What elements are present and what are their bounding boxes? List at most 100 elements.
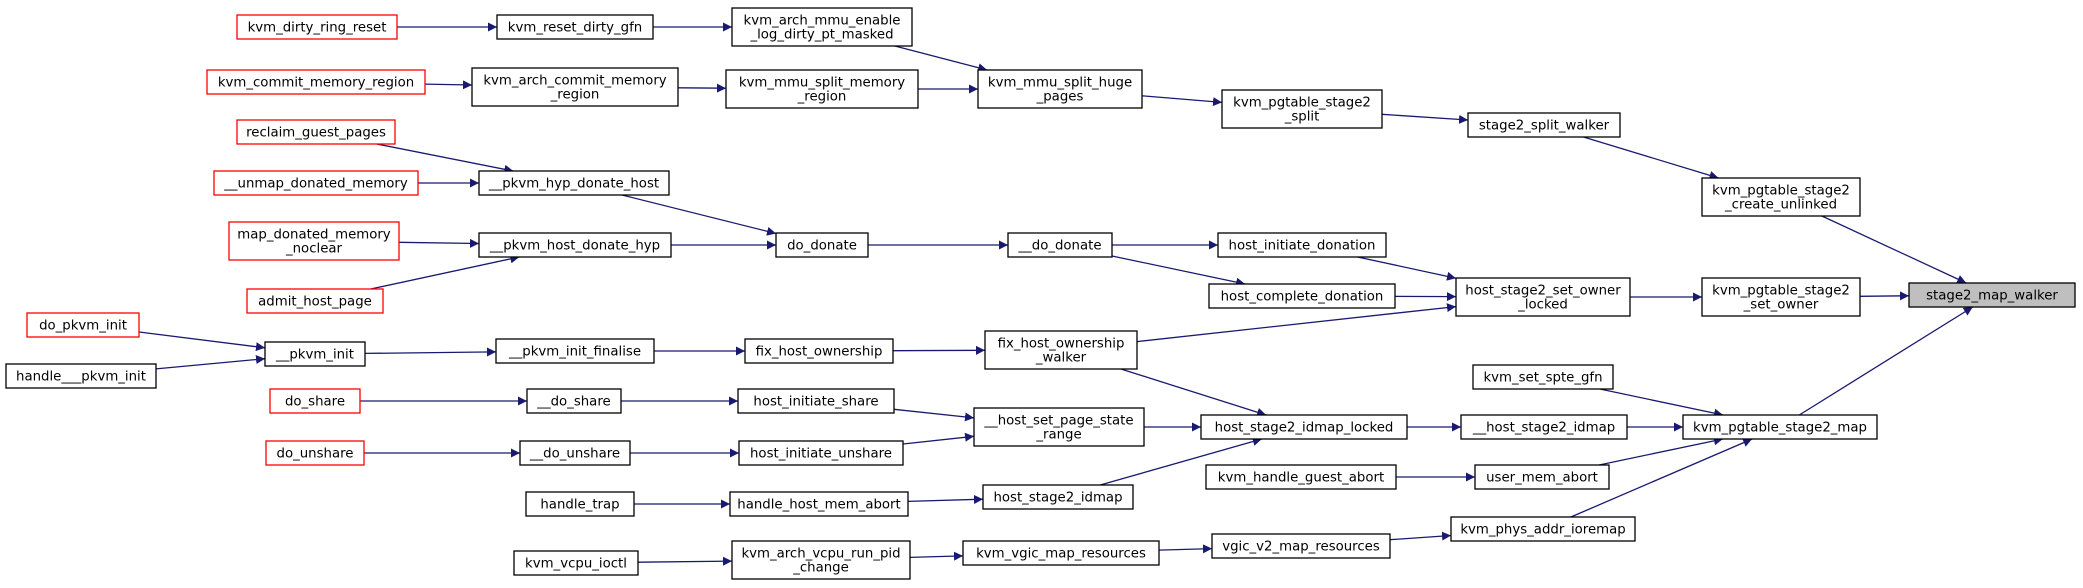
- node-label-line: fix_host_ownership: [998, 337, 1125, 352]
- node-owner-locked[interactable]: host_stage2_set_owner_locked: [1455, 277, 1631, 317]
- node-arch-commit[interactable]: kvm_arch_commit_memory_region: [471, 67, 679, 107]
- node-dirty-ring[interactable]: kvm_dirty_ring_reset: [236, 14, 398, 40]
- edge-set_owner-to-root: [1859, 291, 1910, 301]
- node-label-line: stage2_map_walker: [1926, 289, 2058, 304]
- node-user-mem-abort[interactable]: user_mem_abort: [1474, 464, 1610, 490]
- node-label-line: kvm_handle_guest_abort: [1218, 471, 1384, 486]
- node-set-owner[interactable]: kvm_pgtable_stage2_set_owner: [1701, 277, 1861, 317]
- node--do-share[interactable]: __do_share: [526, 388, 622, 414]
- node-init-unshare[interactable]: host_initiate_unshare: [738, 440, 904, 466]
- node-stage2-map[interactable]: kvm_pgtable_stage2_map: [1682, 414, 1878, 440]
- edge-handle_pkvm_init-to-pkvm_init: [155, 355, 266, 370]
- node-reset-dirty[interactable]: kvm_reset_dirty_gfn: [496, 14, 654, 40]
- node-do-pkvm-init[interactable]: do_pkvm_init: [26, 312, 140, 338]
- edge-_do_donate-to-complete_donation: [1111, 255, 1246, 287]
- edge-handle_mem_abort-to-host_idmap: [907, 494, 984, 504]
- node--host-idmap[interactable]: __host_stage2_idmap: [1460, 414, 1628, 440]
- node-handle-pkvm-init[interactable]: handle___pkvm_init: [5, 363, 157, 389]
- node-box: [962, 540, 1160, 566]
- node-box: [236, 119, 396, 145]
- node-do-share[interactable]: do_share: [269, 388, 361, 414]
- node-label-line: __do_unshare: [529, 447, 620, 462]
- node-box: [1208, 283, 1396, 309]
- node-handle-mem-abort[interactable]: handle_host_mem_abort: [729, 491, 909, 517]
- node-label-line: kvm_mmu_split_memory: [739, 76, 905, 91]
- node-do-donate[interactable]: do_donate: [775, 232, 869, 258]
- node-init-share[interactable]: host_initiate_share: [737, 388, 895, 414]
- node-host-donate-hyp[interactable]: __pkvm_host_donate_hyp: [478, 232, 672, 258]
- node-fix-ownership[interactable]: fix_host_ownership: [744, 338, 894, 364]
- node-box: [478, 232, 672, 258]
- node-label-line: stage2_split_walker: [1479, 119, 1610, 134]
- edge-vgic_map-to-vgic_v2: [1158, 544, 1213, 554]
- edge-host_idmap-to-idmap_locked: [1100, 437, 1262, 486]
- node-box: [731, 7, 913, 47]
- node-box: [1211, 533, 1391, 559]
- node-pkvm-init-finalise[interactable]: __pkvm_init_finalise: [495, 338, 655, 364]
- node-hyp-donate-host[interactable]: __pkvm_hyp_donate_host: [478, 170, 670, 196]
- node-do-unshare[interactable]: do_unshare: [265, 440, 365, 466]
- node-box: [1472, 364, 1614, 390]
- node-box: [471, 67, 679, 107]
- node-label-line: kvm_arch_vcpu_run_pid: [741, 547, 900, 562]
- node-vgic-v2[interactable]: vgic_v2_map_resources: [1211, 533, 1391, 559]
- node-label-line: __pkvm_init: [275, 348, 354, 363]
- node-box: [206, 69, 426, 95]
- node-vgic-map[interactable]: kvm_vgic_map_resources: [962, 540, 1160, 566]
- node-fix-walker[interactable]: fix_host_ownership_walker: [984, 330, 1138, 370]
- node-admit-host[interactable]: admit_host_page: [246, 288, 384, 314]
- node--do-unshare[interactable]: __do_unshare: [519, 440, 631, 466]
- node-label-line: kvm_arch_mmu_enable: [744, 14, 901, 29]
- node-map-donated[interactable]: map_donated_memory_noclear: [228, 221, 400, 261]
- node-label-line: kvm_commit_memory_region: [218, 76, 414, 91]
- edge-fix_walker-to-idmap_locked: [1120, 368, 1267, 417]
- node-label-line: user_mem_abort: [1486, 471, 1598, 486]
- node-handle-trap[interactable]: handle_trap: [525, 491, 635, 517]
- edge-pkvm_init-to-pkvm_init_finalise: [364, 347, 497, 357]
- node-box: [1460, 414, 1628, 440]
- node-create-unlinked[interactable]: kvm_pgtable_stage2_create_unlinked: [1701, 177, 1861, 217]
- node-label-line: __host_set_page_state: [983, 414, 1133, 429]
- node-box: [1467, 112, 1621, 138]
- node-label-line: kvm_pgtable_stage2: [1712, 284, 1850, 299]
- node-box: [1221, 89, 1383, 129]
- node-label-line: __pkvm_init_finalise: [508, 345, 641, 360]
- node-vcpu-ioctl[interactable]: kvm_vcpu_ioctl: [513, 550, 639, 576]
- node-ioremap[interactable]: kvm_phys_addr_ioremap: [1450, 516, 1636, 542]
- node-box: [246, 288, 384, 314]
- node-reclaim[interactable]: reclaim_guest_pages: [236, 119, 396, 145]
- node-unmap-donated[interactable]: __unmap_donated_memory: [213, 170, 419, 196]
- node-label-line: _set_owner: [1743, 298, 1819, 313]
- node-label-line: _noclear: [285, 242, 343, 257]
- node-split-huge[interactable]: kvm_mmu_split_huge_pages: [977, 69, 1143, 109]
- node-host-idmap[interactable]: host_stage2_idmap: [982, 484, 1134, 510]
- node-set-page-state[interactable]: __host_set_page_state_range: [973, 407, 1145, 447]
- node-init-donation[interactable]: host_initiate_donation: [1217, 232, 1387, 258]
- node--do-donate[interactable]: __do_donate: [1007, 232, 1113, 258]
- node-box: [5, 363, 157, 389]
- node-label-line: kvm_pgtable_stage2: [1712, 184, 1850, 199]
- node-split-walker[interactable]: stage2_split_walker: [1467, 112, 1621, 138]
- edge-map_donated-to-host_donate_hyp: [398, 238, 480, 248]
- node-label-line: _change: [792, 561, 849, 576]
- node-set-spte[interactable]: kvm_set_spte_gfn: [1472, 364, 1614, 390]
- node-label-line: do_share: [285, 395, 345, 410]
- node-pkvm-init[interactable]: __pkvm_init: [264, 341, 366, 367]
- node-complete-donation[interactable]: host_complete_donation: [1208, 283, 1396, 309]
- node-box: [973, 407, 1145, 447]
- node-guest-abort[interactable]: kvm_handle_guest_abort: [1205, 464, 1397, 490]
- node-idmap-locked[interactable]: host_stage2_idmap_locked: [1200, 414, 1408, 440]
- node-label-line: _range: [1035, 428, 1081, 443]
- node-label-line: vgic_v2_map_resources: [1222, 540, 1380, 555]
- node-enable-log[interactable]: kvm_arch_mmu_enable_log_dirty_pt_masked: [731, 7, 913, 47]
- node-box: [265, 440, 365, 466]
- node-label-line: handle_trap: [540, 498, 619, 513]
- edge-run_pid-to-vgic_map: [909, 551, 964, 561]
- edge-fix_walker-to-owner_locked: [1136, 303, 1457, 343]
- node-commit-mem[interactable]: kvm_commit_memory_region: [206, 69, 426, 95]
- node-label-line: kvm_vcpu_ioctl: [525, 557, 627, 572]
- node-split-mem[interactable]: kvm_mmu_split_memory_region: [725, 69, 919, 109]
- node-stage2-split[interactable]: kvm_pgtable_stage2_split: [1221, 89, 1383, 129]
- node-run-pid[interactable]: kvm_arch_vcpu_run_pid_change: [731, 540, 911, 580]
- node-box: [1007, 232, 1113, 258]
